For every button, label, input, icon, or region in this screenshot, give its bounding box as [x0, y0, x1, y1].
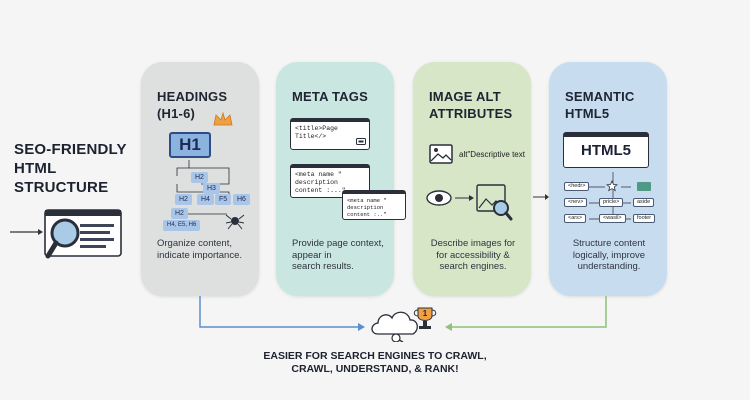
- tag-h3: H3: [203, 183, 220, 194]
- card-alt-title: IMAGE ALT ATTRIBUTES: [429, 88, 525, 122]
- card-semantic-html5: SEMANTIC HTML5 HTML5 <hedr> <nev> <ars> …: [549, 62, 667, 296]
- card-semantic-desc-line-2: logically, improve: [572, 249, 646, 261]
- meta-description-line-2: content :...": [295, 187, 346, 194]
- tag-h6: H6: [233, 194, 250, 205]
- card-meta-tags: META TAGS <title>Page Title</> <meta nam…: [276, 62, 406, 296]
- main-title-line-3: STRUCTURE: [14, 179, 109, 196]
- sem-tag-footer: footer: [633, 214, 656, 223]
- card-meta-desc: Provide page context, appear in search r…: [292, 238, 388, 273]
- card-semantic-desc-line-1: Structure content: [572, 238, 646, 249]
- main-title-line-2: HTML: [14, 160, 57, 177]
- tag-h2-second: H2: [175, 194, 192, 205]
- sem-tag-article: pricle>: [599, 198, 624, 207]
- image-icon: [429, 144, 453, 164]
- tag-h4: H4: [197, 194, 214, 205]
- crown-icon: [213, 112, 233, 126]
- search-result-line-1: <meta name " description: [347, 197, 387, 211]
- browser-magnifier-icon: [10, 209, 122, 259]
- title-tag-window: <title>Page Title</>: [290, 118, 370, 150]
- sem-tag-wasil: <wasil>: [599, 214, 626, 223]
- spider-bot-icon: [225, 214, 245, 230]
- cloud-rank-trophy-icon: [371, 307, 437, 342]
- bottom-caption-line-1: EASIER FOR SEARCH ENGINES TO CRAWL,: [263, 350, 487, 362]
- card-headings: HEADINGS (H1-6) H1 H2 H3 H2 H4 F5 H6 H2 …: [141, 62, 259, 296]
- chat-bubble-icon: [356, 138, 366, 145]
- sem-tag-nav: <nev>: [564, 198, 588, 207]
- title-tag-snippet: <title>Page Title</>: [295, 125, 338, 140]
- card-meta-desc-line-1: Provide page context,: [292, 238, 384, 249]
- main-title-line-1: SEO-FRIENDLY: [14, 141, 127, 158]
- card-headings-desc-line-2: indicate importance.: [157, 249, 243, 261]
- alt-text-label: alt"Descriptive text: [459, 150, 525, 159]
- card-semantic-title: SEMANTIC HTML5: [565, 88, 661, 122]
- card-meta-title: META TAGS: [292, 88, 388, 105]
- card-semantic-desc: Structure content logically, improve und…: [559, 238, 659, 273]
- card-alt-desc-line-1: Describe images for: [430, 238, 516, 249]
- bottom-caption: EASIER FOR SEARCH ENGINES TO CRAWL, CRAW…: [250, 350, 500, 376]
- meta-description-snippet: <meta name " description content :...": [291, 168, 369, 198]
- sem-tag-aside: aside: [633, 198, 655, 207]
- search-result-window: <meta name " description content :..": [342, 190, 406, 220]
- card-alt-title-line-2: ATTRIBUTES: [429, 106, 513, 121]
- card-alt-title-line-1: IMAGE ALT: [429, 89, 501, 104]
- card-semantic-title-line-1: SEMANTIC: [565, 89, 635, 104]
- search-result-line-2: content :..": [347, 211, 387, 218]
- card-semantic-desc-line-3: understanding.: [577, 261, 641, 272]
- rank-number: 1: [422, 309, 428, 318]
- h1-box: H1: [169, 132, 211, 158]
- bottom-caption-line-2: CRAWL, UNDERSTAND, & RANK!: [291, 363, 459, 375]
- star-icon: [606, 180, 618, 192]
- card-headings-title-line-1: HEADINGS: [157, 89, 228, 104]
- card-headings-title-line-2: (H1-6): [157, 106, 196, 121]
- eye-to-image-illustration: [426, 184, 513, 221]
- folder-icon: [637, 182, 651, 191]
- card-meta-title-line-1: META TAGS: [292, 89, 368, 104]
- search-result-snippet: <meta name " description content :..": [343, 194, 405, 221]
- tag-h4-group: H4, E5, H6: [163, 220, 201, 231]
- html5-label: HTML5: [581, 142, 631, 159]
- tag-h2-third: H2: [171, 208, 188, 219]
- card-headings-desc-line-1: Organize content,: [157, 238, 232, 249]
- card-image-alt: IMAGE ALT ATTRIBUTES alt"Descriptive tex…: [413, 62, 531, 296]
- card-alt-desc-line-3: search engines.: [439, 261, 507, 272]
- meta-description-line-1: <meta name " description: [295, 171, 342, 186]
- card-alt-desc: Describe images for for accessibility & …: [423, 238, 523, 273]
- card-headings-desc: Organize content, indicate importance.: [157, 238, 253, 261]
- tag-f5: F5: [215, 194, 232, 205]
- card-alt-desc-line-2: for accessibility &: [436, 249, 510, 261]
- card-headings-title: HEADINGS (H1-6): [157, 88, 253, 122]
- main-title: SEO-FRIENDLY HTML STRUCTURE: [14, 140, 139, 197]
- tag-h2: H2: [191, 172, 208, 183]
- sem-tag-header: <hedr>: [564, 182, 590, 191]
- html5-window: HTML5: [563, 132, 649, 168]
- card-semantic-title-line-2: HTML5: [565, 106, 610, 121]
- card-meta-desc-line-3: search results.: [292, 261, 354, 272]
- sem-tag-ars: <ars>: [564, 214, 587, 223]
- card-meta-desc-line-2: appear in: [292, 249, 332, 261]
